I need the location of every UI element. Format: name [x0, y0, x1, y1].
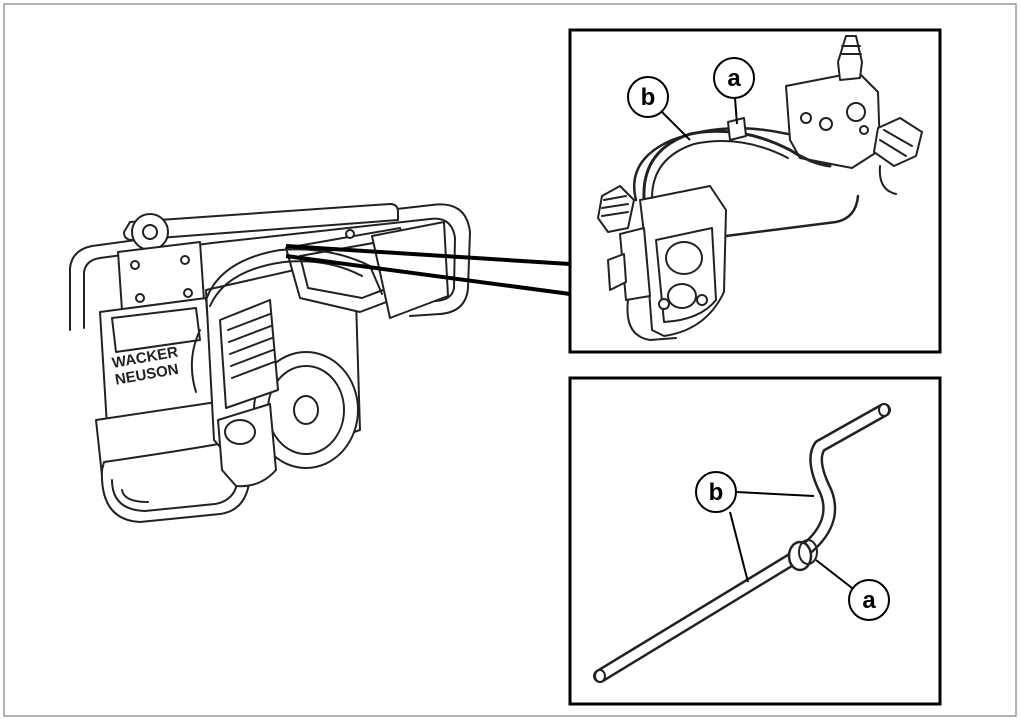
plate-bolt — [183, 288, 193, 298]
callout-label: a — [727, 65, 741, 92]
carb-bolt — [345, 229, 355, 239]
housing-panel — [111, 307, 201, 353]
fuel-line-lower — [724, 194, 860, 238]
hose-end — [594, 669, 606, 683]
cooling-fin — [230, 349, 274, 367]
fuel-cap — [224, 419, 256, 445]
hose-clip-back — [798, 539, 818, 565]
callout-leader — [815, 559, 853, 589]
filter-outlet — [878, 165, 897, 195]
drum-ring — [121, 489, 149, 503]
carburetor-bowl — [667, 283, 697, 309]
top-callout-b: b — [627, 76, 691, 141]
top-inset: a b — [568, 28, 942, 354]
hose-end — [878, 403, 890, 417]
leader-line-upper — [285, 244, 571, 266]
valve-bolt — [800, 112, 812, 124]
callout-leader — [735, 491, 815, 497]
handle-bar — [123, 203, 399, 241]
callout-circle — [713, 57, 755, 99]
callout-label: a — [862, 587, 876, 614]
bottom-callout-b: b — [695, 471, 815, 583]
leader-line-lower — [285, 254, 571, 296]
cooling-fin — [227, 313, 271, 331]
cooling-fin — [231, 361, 275, 379]
fuel-line-drain — [626, 299, 677, 341]
fuel-system-detail — [597, 35, 923, 341]
callout-leader — [729, 511, 749, 583]
valve-bolt — [819, 117, 833, 131]
bottom-inset: b a — [568, 376, 942, 706]
outer-frame — [3, 3, 1017, 717]
fuel-filter-lines — [879, 129, 913, 157]
valve-bolt — [859, 125, 869, 135]
fuel-hose-detail — [593, 403, 891, 683]
valve-bolt — [846, 102, 866, 122]
fuel-nozzle-ridge — [840, 45, 862, 55]
handle-wheel-hub — [142, 224, 158, 240]
callout-circle — [627, 76, 669, 118]
fuel-line — [190, 329, 201, 393]
plate-bolt — [135, 293, 145, 303]
handle-frame-inner — [83, 217, 456, 329]
carburetor-face — [655, 227, 717, 323]
top-callout-a: a — [713, 57, 755, 125]
choke-ridges — [601, 195, 629, 217]
callout-circle — [695, 471, 737, 513]
hose-clip — [727, 117, 747, 141]
drum-ring — [111, 473, 239, 512]
fuel-tank — [217, 403, 277, 488]
callout-leader — [734, 97, 738, 125]
callout-leader — [661, 111, 691, 141]
plate-bolt — [180, 255, 190, 265]
choke-knob — [597, 185, 635, 233]
right-housing — [371, 221, 449, 319]
carb-screw — [658, 298, 670, 310]
fuel-hose-core — [595, 405, 889, 681]
cooling-fin — [229, 337, 273, 355]
callout-label: b — [709, 479, 724, 506]
fuel-valve-bracket — [785, 71, 881, 169]
plate-bolt — [130, 260, 140, 270]
fuel-line — [209, 260, 363, 307]
machine-drawing: WACKER NEUSON — [69, 203, 471, 523]
fuel-line-b-inner — [651, 140, 789, 199]
flywheel-hub — [293, 395, 319, 425]
callout-label: b — [641, 84, 656, 111]
fuel-line — [205, 248, 383, 301]
callout-circle — [848, 579, 890, 621]
cooling-fin — [228, 325, 272, 343]
bottom-callout-a: a — [815, 559, 890, 621]
carb-screw — [696, 294, 708, 306]
carburetor-bore — [665, 241, 703, 275]
fuel-line-return — [632, 127, 790, 202]
carb-lever — [607, 253, 627, 291]
cylinder — [219, 299, 279, 409]
